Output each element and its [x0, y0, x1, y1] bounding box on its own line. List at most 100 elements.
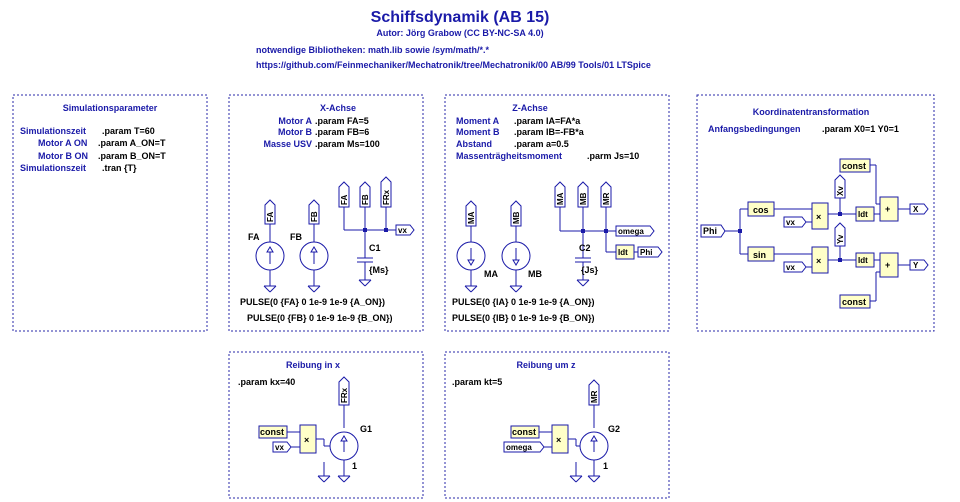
- x-mass-label: Masse USV: [263, 139, 312, 149]
- flag-frx: FRx: [340, 387, 349, 403]
- motor-a-on-param[interactable]: .param A_ON=T: [98, 138, 166, 148]
- svg-text:×: ×: [556, 435, 561, 445]
- z-abstand-param[interactable]: .param a=0.5: [514, 139, 569, 149]
- flag-mr: MR: [590, 390, 599, 403]
- net-flag-vx-bottom: [783, 261, 807, 273]
- svg-text:Y: Y: [913, 261, 919, 270]
- flag-ma: MA: [467, 211, 476, 224]
- pulse-fa[interactable]: PULSE(0 {FA} 0 1e-9 1e-9 {A_ON}): [240, 297, 385, 307]
- z-inertia-label: Massenträgheitsmoment: [456, 151, 562, 161]
- motor-b-on-param[interactable]: .param B_ON=T: [98, 151, 166, 161]
- svg-text:X: X: [913, 205, 919, 214]
- page-title: Schiffsdynamik (AB 15): [371, 9, 550, 26]
- svg-text:vx: vx: [398, 226, 407, 235]
- x-mass-param[interactable]: .param Ms=100: [315, 139, 380, 149]
- svg-text:Phi: Phi: [703, 226, 717, 236]
- svg-text:const: const: [842, 161, 866, 171]
- svg-text:×: ×: [816, 212, 821, 222]
- x-axis-box[interactable]: X-Achse Motor A .param FA=5 Motor B .par…: [228, 94, 424, 332]
- current-source-ma[interactable]: MA MA: [456, 200, 498, 293]
- z-moment-b-label: Moment B: [456, 127, 500, 137]
- c2-label: C2: [579, 243, 591, 253]
- svg-text:omega: omega: [618, 227, 644, 236]
- x-axis-title: X-Achse: [320, 103, 356, 113]
- z-moment-b-param[interactable]: .param IB=-FB*a: [514, 127, 585, 137]
- motor-a-on-label: Motor A ON: [38, 138, 87, 148]
- g1-label: G1: [360, 424, 372, 434]
- svg-text:Yv: Yv: [836, 234, 845, 244]
- capacitor-c1[interactable]: C1 {Ms}: [357, 230, 389, 287]
- svg-text:vx: vx: [786, 218, 795, 227]
- sim-params-box[interactable]: Simulationsparameter Simulationszeit .pa…: [12, 94, 208, 332]
- source-mb-label: MB: [528, 269, 542, 279]
- vccs-g2[interactable]: G2 1: [569, 424, 620, 483]
- x-motor-b-param[interactable]: .param FB=6: [315, 127, 369, 137]
- motor-b-on-label: Motor B ON: [38, 151, 88, 161]
- g2-gain[interactable]: 1: [603, 461, 608, 471]
- flag-fa: FA: [266, 212, 275, 222]
- sim-time-label: Simulationszeit: [20, 126, 86, 136]
- net-flag-xv: [834, 174, 846, 199]
- current-source-mb[interactable]: MB MB: [501, 200, 542, 293]
- x-motor-a-label: Motor A: [278, 116, 312, 126]
- x-motor-b-label: Motor B: [278, 127, 312, 137]
- current-source-fb[interactable]: FB FB: [290, 199, 329, 293]
- flag-fb: FB: [310, 211, 319, 222]
- current-source-fa[interactable]: FA FA: [248, 199, 285, 293]
- sim-params-title: Simulationsparameter: [63, 103, 158, 113]
- x-motor-a-param[interactable]: .param FA=5: [315, 116, 369, 126]
- friction-z-box[interactable]: Reibung um z .param kt=5 MR const omega …: [444, 351, 670, 499]
- z-moment-a-label: Moment A: [456, 116, 500, 126]
- source-url-text: https://github.com/Feinmechaniker/Mechat…: [256, 60, 651, 70]
- net-flag-phi: [637, 246, 663, 258]
- net-flag-vx-rx: [272, 441, 292, 453]
- c1-label: C1: [369, 243, 381, 253]
- net-flag-fa: FA: [340, 195, 349, 205]
- svg-text:Idt: Idt: [618, 248, 628, 257]
- svg-text:×: ×: [816, 256, 821, 266]
- kx-param[interactable]: .param kx=40: [238, 377, 295, 387]
- g1-gain[interactable]: 1: [352, 461, 357, 471]
- z-abstand-label: Abstand: [456, 139, 492, 149]
- svg-text:Xv: Xv: [836, 186, 845, 196]
- coord-title: Koordinatentransformation: [753, 107, 870, 117]
- sim-time-param[interactable]: .param T=60: [102, 126, 155, 136]
- c2-value[interactable]: {Js}: [581, 265, 599, 275]
- svg-text:omega: omega: [506, 443, 532, 452]
- z-inertia-param[interactable]: .parm Js=10: [587, 151, 639, 161]
- friction-x-box[interactable]: Reibung in x .param kx=40 FRx const vx ×…: [228, 351, 424, 499]
- svg-text:Idt: Idt: [858, 256, 868, 265]
- tran-command[interactable]: .tran {T}: [102, 163, 137, 173]
- coord-transform-box[interactable]: Koordinatentransformation Anfangsbedingu…: [696, 94, 935, 332]
- libraries-text: notwendige Bibliotheken: math.lib sowie …: [256, 45, 490, 55]
- author-text: Autor: Jörg Grabow (CC BY-NC-SA 4.0): [376, 28, 543, 38]
- svg-text:sin: sin: [753, 250, 766, 260]
- z-axis-box[interactable]: Z-Achse Moment A .param IA=FA*a Moment B…: [444, 94, 670, 332]
- net-flag-ma: MA: [556, 192, 565, 205]
- svg-text:cos: cos: [753, 205, 769, 215]
- source-ma-label: MA: [484, 269, 498, 279]
- pulse-ia[interactable]: PULSE(0 {IA} 0 1e-9 1e-9 {A_ON}): [452, 297, 595, 307]
- net-flag-mr: MR: [602, 192, 611, 205]
- svg-text:+: +: [885, 204, 890, 214]
- net-flag-vx-top: [783, 216, 807, 228]
- net-flag-x-out: [909, 203, 929, 215]
- net-flag-omega: [615, 225, 655, 237]
- c1-value[interactable]: {Ms}: [369, 265, 389, 275]
- multiplier-top[interactable]: [811, 202, 829, 230]
- g2-label: G2: [608, 424, 620, 434]
- svg-text:×: ×: [304, 435, 309, 445]
- z-moment-a-param[interactable]: .param IA=FA*a: [514, 116, 581, 126]
- initial-conditions-param[interactable]: .param X0=1 Y0=1: [822, 124, 899, 134]
- flag-mb: MB: [512, 211, 521, 224]
- vccs-g1[interactable]: G1 1: [317, 424, 372, 483]
- kt-param[interactable]: .param kt=5: [452, 377, 502, 387]
- net-flag-omega-rz: [503, 441, 545, 453]
- friction-z-title: Reibung um z: [517, 360, 576, 370]
- initial-conditions-label: Anfangsbedingungen: [708, 124, 801, 134]
- capacitor-c2[interactable]: C2 {Js}: [575, 231, 599, 287]
- pulse-fb[interactable]: PULSE(0 {FB} 0 1e-9 1e-9 {B_ON}): [247, 313, 393, 323]
- pulse-ib[interactable]: PULSE(0 {IB} 0 1e-9 1e-9 {B_ON}): [452, 313, 595, 323]
- svg-text:const: const: [260, 427, 284, 437]
